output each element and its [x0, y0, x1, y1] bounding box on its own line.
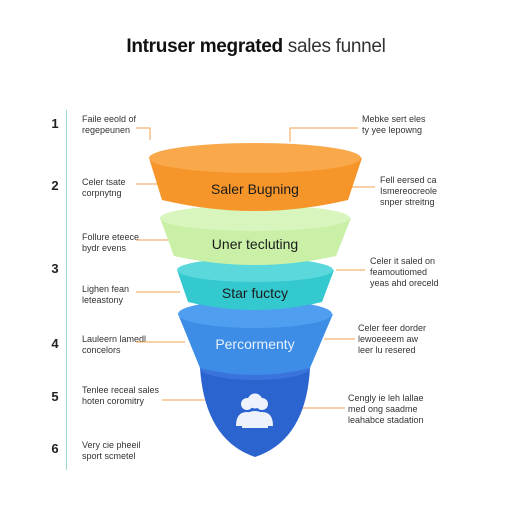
right-note-3: Celer it saled on feamoutiomed yeas ahd … — [370, 256, 439, 288]
title-bold: Intruser megrated — [126, 36, 283, 57]
funnel-stage-2-top — [160, 205, 350, 231]
stage-label-3: Star fuctcy — [221, 285, 289, 301]
funnel-stage-1 — [149, 158, 362, 211]
step-number-6: 6 — [51, 441, 59, 456]
left-note-5: Lauleern lamedl concelors — [82, 334, 147, 355]
funnel-stage-2 — [160, 218, 351, 265]
left-note-6: Tenlee receal sales hoten coromitry — [82, 385, 160, 406]
step-timeline-line — [66, 110, 67, 470]
connector-right-1 — [289, 127, 358, 142]
funnel-stage-1-top — [149, 143, 361, 173]
title-light: sales funnel — [282, 36, 386, 57]
stage-label-1: Saler Bugning — [211, 181, 299, 197]
step-number-4: 4 — [51, 336, 59, 351]
left-note-4: Lighen fean leteastony — [82, 284, 130, 305]
step-number-3: 3 — [51, 261, 59, 276]
left-note-1: Faile eeold of regepeunen — [82, 114, 137, 135]
stage-label-2: Uner tecluting — [211, 236, 299, 252]
step-number-1: 1 — [51, 116, 59, 131]
stage-label-4: Percormenty — [215, 336, 295, 352]
right-note-5: Cengly ie leh lallae med ong saadme leah… — [348, 393, 424, 425]
left-note-7: Very cie pheeil sport scmetel — [82, 440, 141, 461]
funnel-stage-3-top — [177, 258, 333, 282]
step-number-5: 5 — [51, 389, 59, 404]
left-note-3: Follure eteece bydr evens — [82, 232, 140, 253]
right-note-1: Mebke sert eles ty yee lepowng — [362, 114, 426, 135]
right-note-2: Fell eersed ca Ismereocreole snper strei… — [380, 175, 438, 207]
left-note-2: Celer tsate corpnytng — [82, 177, 126, 198]
funnel-stage-4 — [178, 314, 333, 375]
step-number-2: 2 — [51, 178, 59, 193]
right-note-4: Celer feer dorder lewoeeeem aw leer lu r… — [358, 323, 427, 355]
connector-left-1 — [136, 127, 151, 140]
page-title: Intruser megrated sales funnel — [0, 36, 512, 58]
users-group-icon — [236, 393, 273, 428]
